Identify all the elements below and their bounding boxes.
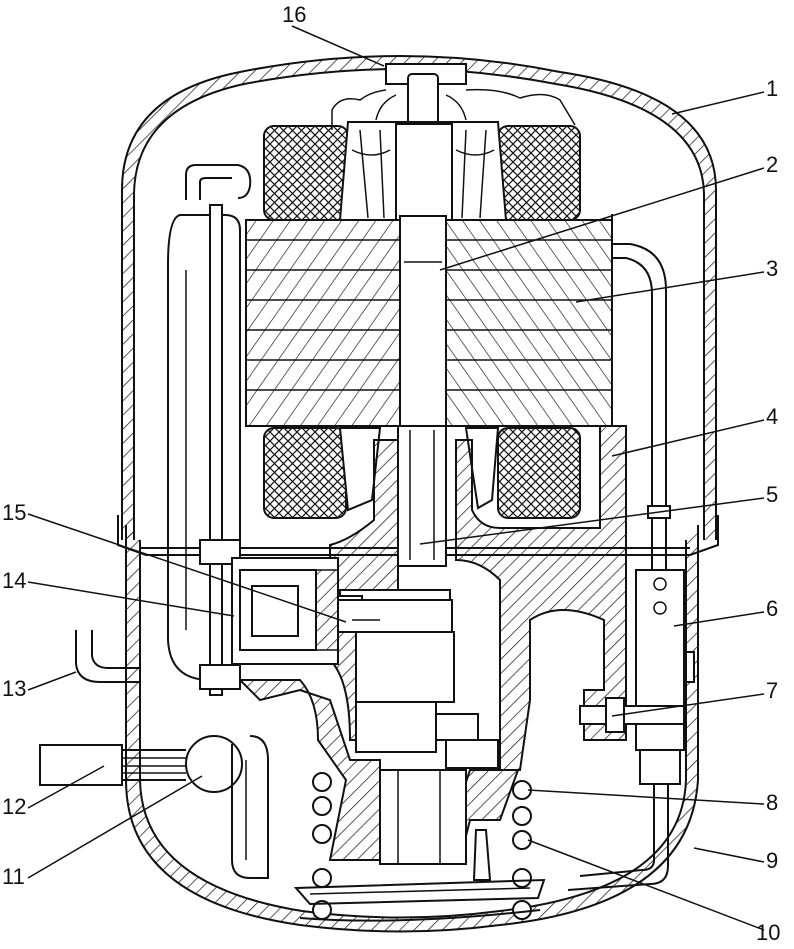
label-11: 11 [2,864,25,889]
label-14: 14 [2,568,26,593]
stator-core [245,214,613,427]
upper-winding [263,121,581,221]
label-15: 15 [2,500,26,525]
springs-base [293,772,546,922]
rotor-shaft [397,215,447,567]
leader-lines [27,25,765,931]
label-5: 5 [766,482,778,507]
part-labels: 1 2 3 4 5 6 7 8 9 10 11 12 13 14 15 16 [2,2,780,945]
right-tube-assembly [567,243,695,891]
label-16: 16 [282,2,306,27]
label-10: 10 [756,920,780,945]
label-1: 1 [766,76,778,101]
label-8: 8 [766,790,778,815]
label-12: 12 [2,794,26,819]
label-9: 9 [766,848,778,873]
valve-block [231,557,453,665]
label-6: 6 [766,596,778,621]
label-13: 13 [2,676,26,701]
label-2: 2 [766,152,778,177]
label-7: 7 [766,678,778,703]
left-tube-assembly [167,164,252,696]
lower-winding [263,427,581,519]
label-4: 4 [766,404,778,429]
label-3: 3 [766,256,778,281]
